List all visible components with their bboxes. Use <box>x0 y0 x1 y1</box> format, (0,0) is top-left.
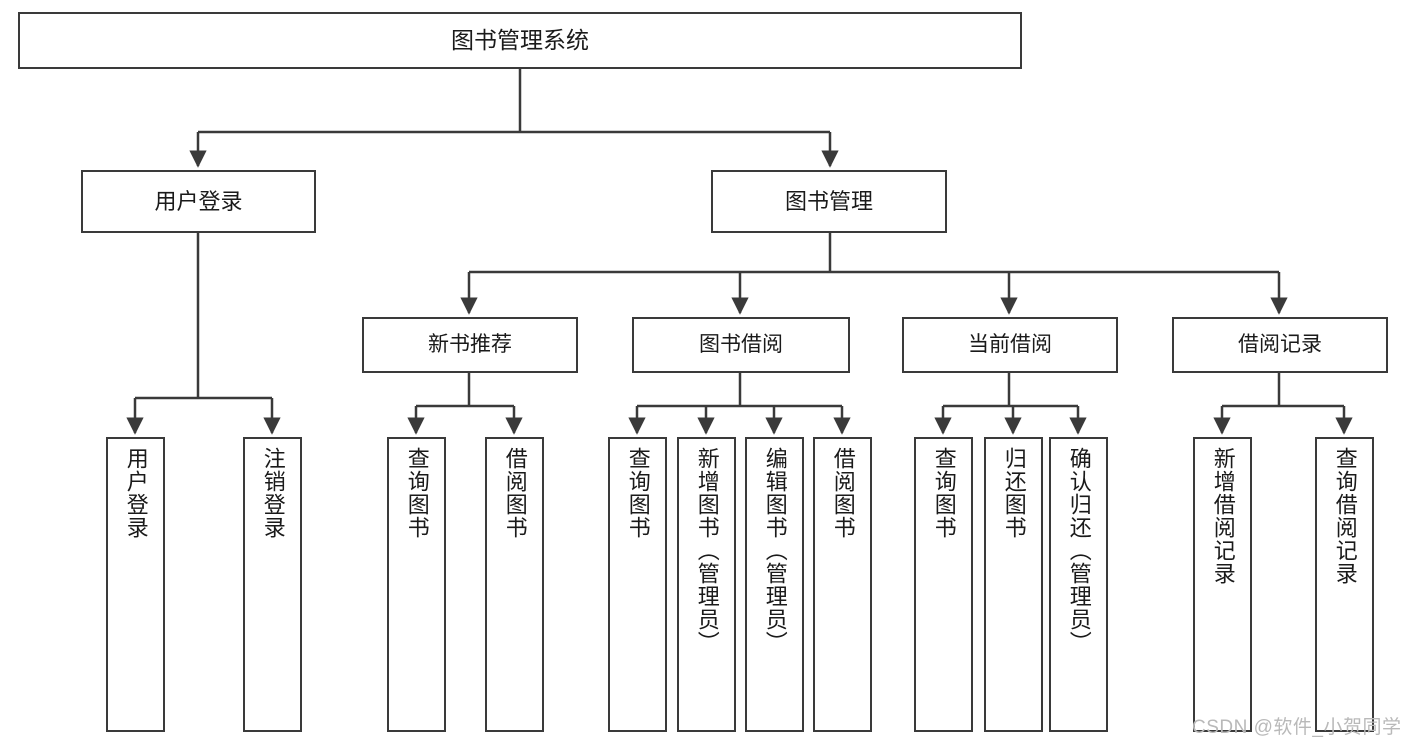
node-label: 注销登录 <box>260 447 286 539</box>
leaf-confirm-return-admin[interactable]: 确认归还（管理员） <box>1049 437 1108 732</box>
node-label: 当前借阅 <box>968 332 1052 356</box>
node-label: 查询图书 <box>404 447 430 539</box>
leaf-query-book-recommend[interactable]: 查询图书 <box>387 437 446 732</box>
node-label: 图书管理系统 <box>451 26 589 53</box>
leaf-user-login[interactable]: 用户登录 <box>106 437 165 732</box>
node-label: 借阅图书 <box>502 447 528 539</box>
leaf-borrow-book-recommend[interactable]: 借阅图书 <box>485 437 544 732</box>
leaf-add-book-admin[interactable]: 新增图书（管理员） <box>677 437 736 732</box>
node-book-management[interactable]: 图书管理 <box>711 170 947 233</box>
node-label: 确认归还（管理员） <box>1066 447 1092 654</box>
node-label: 借阅记录 <box>1238 332 1322 356</box>
node-root-system[interactable]: 图书管理系统 <box>18 12 1022 69</box>
node-label: 新书推荐 <box>428 332 512 356</box>
leaf-edit-book-admin[interactable]: 编辑图书（管理员） <box>745 437 804 732</box>
node-user-login[interactable]: 用户登录 <box>81 170 316 233</box>
node-new-book-recommend[interactable]: 新书推荐 <box>362 317 578 373</box>
node-label: 新增图书（管理员） <box>694 447 720 654</box>
node-label: 编辑图书（管理员） <box>762 447 788 654</box>
leaf-logout[interactable]: 注销登录 <box>243 437 302 732</box>
node-label: 用户登录 <box>154 188 243 214</box>
node-label: 图书借阅 <box>699 332 783 356</box>
node-borrow-record[interactable]: 借阅记录 <box>1172 317 1388 373</box>
node-label: 归还图书 <box>1001 447 1027 539</box>
leaf-query-book-current[interactable]: 查询图书 <box>914 437 973 732</box>
node-current-borrow[interactable]: 当前借阅 <box>902 317 1118 373</box>
leaf-return-book[interactable]: 归还图书 <box>984 437 1043 732</box>
leaf-query-borrow-record[interactable]: 查询借阅记录 <box>1315 437 1374 732</box>
node-label: 用户登录 <box>123 447 149 539</box>
node-label: 查询借阅记录 <box>1332 447 1358 585</box>
node-book-borrow[interactable]: 图书借阅 <box>632 317 850 373</box>
node-label: 查询图书 <box>931 447 957 539</box>
node-label: 借阅图书 <box>830 447 856 539</box>
leaf-borrow-book[interactable]: 借阅图书 <box>813 437 872 732</box>
node-label: 新增借阅记录 <box>1210 447 1236 585</box>
leaf-query-book-borrow[interactable]: 查询图书 <box>608 437 667 732</box>
node-label: 查询图书 <box>625 447 651 539</box>
leaf-add-borrow-record[interactable]: 新增借阅记录 <box>1193 437 1252 732</box>
node-label: 图书管理 <box>784 188 873 214</box>
